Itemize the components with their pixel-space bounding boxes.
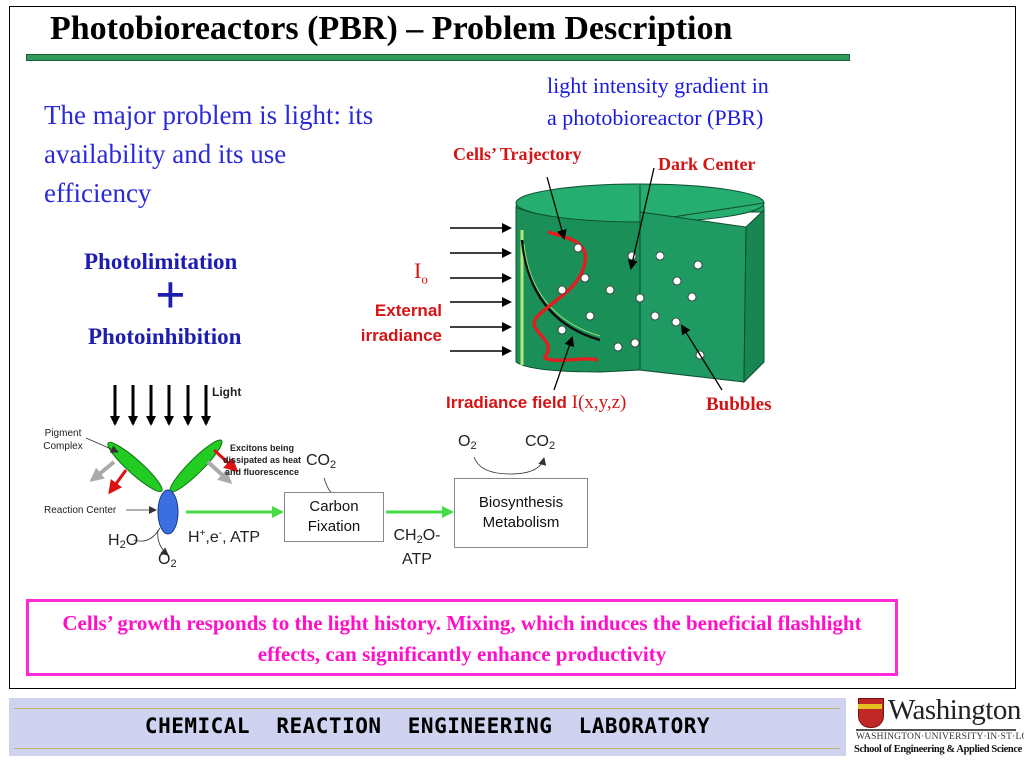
shield-icon (858, 698, 884, 728)
reactor-caption-line1: light intensity gradient in (547, 73, 769, 98)
bubbles (557, 243, 705, 360)
co2-right-sub: 2 (549, 440, 556, 452)
reactor-cylinder (515, 167, 765, 391)
o2-left-sub: 2 (170, 558, 177, 570)
co2-left-sub: 2 (330, 459, 337, 471)
hplus-label: H+,e-, ATP (188, 528, 260, 547)
io-sub: o (421, 271, 428, 287)
external-line1: External (374, 301, 442, 320)
irradiance-field-formula: I(x,y,z) (571, 392, 627, 413)
major-problem-text: The major problem is light: its availabi… (44, 100, 374, 208)
ch2o-sub: 2 (416, 534, 423, 546)
school-name: School of Engineering & Applied Science (854, 744, 1022, 755)
plus-sign: + (155, 265, 186, 325)
photolimitation-label: Photolimitation (84, 249, 238, 274)
shield-band (858, 704, 882, 709)
page-title: Photobioreactors (PBR) – Problem Descrip… (50, 10, 733, 47)
hplus-sup1: + (199, 528, 206, 539)
ch2o-a: CH (393, 527, 417, 544)
io-label: Io (414, 258, 428, 287)
logo-rule (856, 729, 1016, 731)
footer-rule-top (14, 708, 840, 709)
carbon-fixation-line2: Fixation (307, 518, 361, 535)
co2-left-main: CO (306, 452, 330, 469)
irradiance-arrows (450, 223, 512, 356)
carbon-fixation-line1: Carbon (309, 498, 359, 515)
summary-box: Cells’ growth responds to the light hist… (26, 599, 898, 676)
reactor-caption: light intensity gradient in a photobiore… (547, 70, 867, 134)
lab-name: CHEMICAL REACTION ENGINEERING LABORATORY (144, 714, 711, 738)
pigment-complex-label: Pigment Complex (43, 428, 83, 452)
bubbles-label: Bubbles (706, 394, 772, 415)
university-logo-name: Washington (888, 694, 1021, 726)
hplus-c: , ATP (222, 529, 261, 546)
excitons-label: Excitons being dissipated as heat and fl… (222, 443, 302, 477)
io-main: I (414, 258, 422, 283)
biosynthesis-line1: Biosynthesis (478, 494, 564, 511)
h2o-label: H2O (108, 532, 138, 551)
irradiance-field-label: Irradiance field I(x,y,z) (446, 392, 626, 414)
biosynthesis-line2: Metabolism (482, 514, 560, 531)
co2-right-label: CO2 (525, 433, 555, 452)
irradiance-field-text: Irradiance field (446, 393, 567, 412)
university-logo-subtitle: WASHINGTON·UNIVERSITY·IN·ST·LOUIS (856, 732, 1024, 742)
hplus-b: ,e (205, 529, 219, 546)
h2o-tail: O (125, 532, 139, 549)
reactor-caption-line2: a photobioreactor (PBR) (547, 105, 764, 130)
light-label: Light (212, 385, 242, 399)
carbon-fixation-box: Carbon Fixation (284, 492, 384, 542)
slide-frame (9, 6, 1016, 689)
biosynthesis-box: Biosynthesis Metabolism (454, 478, 588, 548)
footer-bar (9, 698, 846, 756)
reaction-center-label: Reaction Center (44, 505, 117, 516)
co2-right-main: CO (525, 433, 549, 450)
hplus-sup2: - (218, 528, 223, 539)
external-line2: irradiance (360, 326, 442, 345)
external-irradiance-label: External irradiance (350, 298, 442, 348)
dark-center-label: Dark Center (658, 154, 756, 174)
ch2o-b: O- (422, 527, 441, 544)
footer-rule-bottom (14, 748, 840, 749)
cells-trajectory-label: Cells’ Trajectory (453, 144, 582, 164)
ch2o-line2: ATP (402, 551, 432, 568)
o2-left-main: O (158, 551, 171, 568)
o2-right-label: O2 (458, 433, 477, 452)
o2-right-main: O (458, 433, 471, 450)
hplus-a: H (188, 529, 200, 546)
photosynthesis-scheme (85, 385, 547, 556)
h2o-main: H (108, 532, 120, 549)
photoinhibition-label: Photoinhibition (88, 324, 242, 349)
h2o-sub: 2 (119, 539, 126, 551)
ch2o-line1: CH2O- (388, 526, 446, 550)
ch2o-atp-label: CH2O- ATP (388, 526, 446, 570)
title-underline (26, 54, 850, 61)
co2-left-label: CO2 (306, 452, 336, 471)
o2-right-sub: 2 (470, 440, 477, 452)
o2-left-label: O2 (158, 551, 177, 570)
